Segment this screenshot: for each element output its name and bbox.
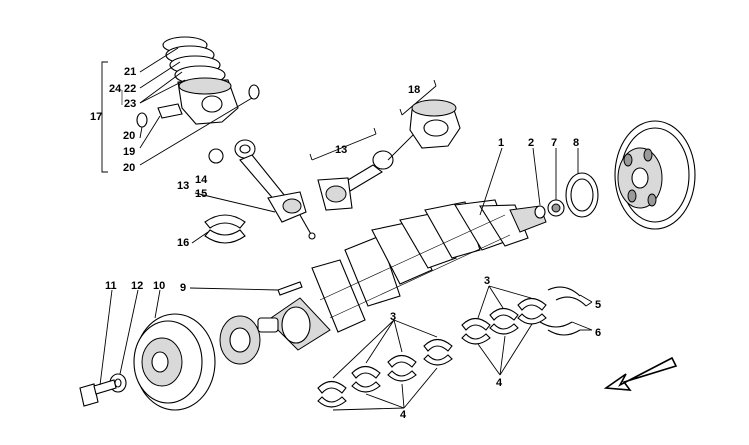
callout-7: 7 [551, 137, 557, 149]
callout-1: 1 [498, 137, 504, 149]
callout-18: 18 [408, 84, 420, 96]
pulley-damper [133, 289, 216, 411]
callout-14: 14 [195, 174, 208, 186]
thrust-washers [539, 286, 593, 336]
callout-17: 17 [90, 111, 102, 123]
connecting-rod-assembly [309, 127, 415, 211]
callout-4-bottom: 4 [400, 409, 407, 421]
bearing-7 [547, 148, 565, 217]
callout-10: 10 [153, 280, 165, 292]
callout-3-right: 3 [484, 275, 490, 287]
seal-8 [565, 148, 599, 218]
main-bearing-shells-bottom [317, 319, 453, 411]
callout-19: 19 [123, 146, 135, 158]
callout-20-lower: 20 [123, 162, 135, 174]
bushing-2 [532, 147, 546, 219]
callout-4-right: 4 [496, 377, 503, 389]
callout-22: 22 [124, 83, 136, 95]
piston-18 [399, 79, 461, 149]
connecting-rod-left [194, 139, 316, 240]
callout-11: 11 [105, 280, 117, 292]
callout-9: 9 [180, 282, 186, 294]
flywheel [614, 120, 696, 230]
front-direction-arrow-icon [603, 356, 678, 391]
callout-24: 24 [109, 83, 122, 95]
callout-3-bottom: 3 [390, 311, 396, 323]
callout-8: 8 [573, 137, 579, 149]
callout-13-center: 13 [335, 144, 347, 156]
callout-16: 16 [177, 237, 189, 249]
callout-6: 6 [595, 327, 601, 339]
callout-21: 21 [124, 66, 136, 78]
bearing-shells-16 [191, 214, 246, 244]
callout-labels: 21 24 22 23 17 20 19 20 14 13 15 16 13 1… [90, 66, 601, 421]
callout-2: 2 [528, 137, 534, 149]
piston-assembly [101, 36, 260, 173]
timing-gear [219, 315, 279, 365]
callout-15: 15 [195, 188, 207, 200]
callout-13-left: 13 [177, 180, 189, 192]
crankshaft [189, 147, 547, 351]
callout-12: 12 [131, 280, 143, 292]
bolt-11 [79, 289, 117, 407]
washer-12 [109, 289, 139, 393]
main-bearing-shells-right [461, 285, 547, 376]
callout-5: 5 [595, 299, 601, 311]
callout-20-upper: 20 [123, 130, 135, 142]
callout-23: 23 [124, 98, 136, 110]
